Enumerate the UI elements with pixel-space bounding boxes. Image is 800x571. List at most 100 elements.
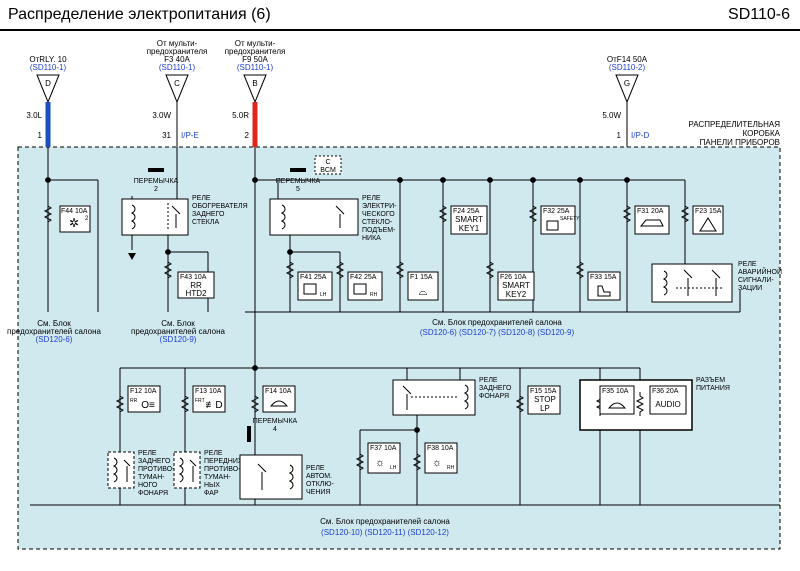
box-label-1: РАСПРЕДЕЛИТЕЛЬНАЯ bbox=[688, 120, 780, 129]
jumper-2-bar bbox=[148, 168, 164, 172]
ref-3-link[interactable]: (SD120-6) (SD120-7) (SD120-8) (SD120-9) bbox=[420, 328, 575, 337]
ref-1-link[interactable]: (SD120-6) bbox=[36, 335, 73, 344]
connector-g-wire: 5.0W bbox=[602, 111, 621, 120]
relay-rear-fog-lamp bbox=[392, 379, 476, 416]
front-fog-icon: ≢D bbox=[205, 400, 222, 411]
page-code: SD110-6 bbox=[728, 6, 790, 23]
relay-hazard bbox=[651, 263, 733, 303]
ref-3-l1: См. Блок предохранителей салона bbox=[432, 318, 562, 327]
fuse-f24-box bbox=[450, 205, 488, 235]
fuse-f23-box bbox=[692, 205, 724, 235]
fuse-f36-label: F36 20A bbox=[652, 388, 679, 395]
ref-1-l1: См. Блок bbox=[37, 319, 71, 328]
ref-4-link[interactable]: (SD120-10) (SD120-11) (SD120-12) bbox=[321, 528, 449, 537]
ref-2-l2: предохранителей салона bbox=[131, 327, 226, 336]
bcm-l2: BCM bbox=[320, 167, 336, 174]
relay-auto-cut-l3: ОТКЛЮ- bbox=[306, 481, 334, 488]
fuse-f13-box bbox=[192, 385, 226, 413]
relay-rear-fog-l3: ПРОТИВО- bbox=[138, 466, 175, 473]
relay-auto-cut-l4: ЧЕНИЯ bbox=[306, 489, 330, 496]
fuse-f37-label: F37 10A bbox=[370, 445, 397, 452]
fuse-f1-label: F1 15A bbox=[410, 274, 433, 281]
ref-1-l2: предохранителей салона bbox=[7, 327, 102, 336]
relay-rear-fog-l5: НОГО bbox=[138, 482, 158, 489]
window-icon bbox=[353, 283, 367, 295]
fuse-f41-sub: LH bbox=[320, 292, 327, 298]
connector-g: ОтF14 50A (SD110-2) G 5.0W 1 I/P-D bbox=[602, 55, 649, 147]
lower-bus-circuits bbox=[30, 368, 780, 506]
connector-g-id: G bbox=[624, 79, 630, 88]
page-header: Распределение электропитания (6) SD110-6 bbox=[0, 0, 800, 31]
fuse-f38-sub: RH bbox=[447, 465, 455, 471]
ref-2-link[interactable]: (SD120-9) bbox=[160, 335, 197, 344]
jumper-4-bar bbox=[247, 426, 251, 442]
connector-c-from-3: F3 40A bbox=[164, 55, 190, 64]
fuse-f42-sub: RH bbox=[370, 292, 378, 298]
connector-g-pin: 1 bbox=[617, 131, 622, 140]
fuse-f38-label: F38 10A bbox=[427, 445, 454, 452]
fuse-f15-label: F15 15A bbox=[530, 388, 557, 395]
connector-d-pin: 1 bbox=[38, 131, 43, 140]
bcm-l1: C bbox=[325, 159, 330, 166]
window-icon bbox=[303, 283, 317, 295]
fuse-f31-label: F31 20A bbox=[637, 208, 664, 215]
hazard-icon bbox=[699, 217, 717, 232]
ref-4-l1: См. Блок предохранителей салона bbox=[320, 517, 450, 526]
relay-auto-cut-l2: АВТОМ. bbox=[306, 473, 332, 480]
fuse-f26-l2: KEY2 bbox=[506, 290, 527, 299]
connector-b-from-1: От мульти- bbox=[235, 39, 276, 48]
fuse-f12-sub: RR bbox=[130, 398, 138, 404]
jumper-2-l1: ПЕРЕМЫЧКА bbox=[134, 178, 179, 185]
relay-power-window-l1: РЕЛЕ bbox=[362, 195, 381, 202]
fuse-f43-label: F43 10A bbox=[180, 274, 207, 281]
fuse-f44-box bbox=[59, 205, 91, 233]
seat-heater-icon bbox=[597, 285, 611, 297]
jumper-5-bar bbox=[290, 168, 306, 172]
rear-fog-icon: O≡ bbox=[141, 400, 155, 411]
relay-power-window bbox=[269, 198, 359, 236]
connector-d-ref: (SD110-1) bbox=[30, 63, 67, 72]
connector-c-ref: (SD110-1) bbox=[159, 63, 196, 72]
connector-g-tag: I/P-D bbox=[631, 131, 649, 140]
fuse-f13-label: F13 10A bbox=[195, 388, 222, 395]
relay-hazard-l1: РЕЛЕ bbox=[738, 261, 757, 268]
connector-d-id: D bbox=[45, 79, 51, 88]
relay-power-window-l2: ЭЛЕКТРИ- bbox=[362, 203, 397, 210]
defrost-icon: ⌓ bbox=[419, 286, 428, 298]
fuse-f26-label: F26 10A bbox=[500, 274, 527, 281]
relay-hazard-l2: АВАРИЙНОЙ bbox=[738, 267, 782, 276]
relay-front-fog-l2: ПЕРЕДНИХ bbox=[204, 458, 243, 465]
fuse-f43-l2: HTD2 bbox=[186, 289, 207, 298]
fan-icon: ✲ bbox=[69, 216, 79, 230]
connector-b-id: B bbox=[252, 79, 257, 88]
circuit-f44 bbox=[44, 147, 99, 312]
headlamp-leveling-icon: ☼ bbox=[375, 457, 385, 469]
connector-c-from-2: предохранителя bbox=[147, 47, 208, 56]
jumper-5-l1: ПЕРЕМЫЧКА bbox=[276, 178, 321, 185]
fuse-f14-label: F14 10A bbox=[265, 388, 292, 395]
fuse-f36-l1: AUDIO bbox=[655, 400, 680, 409]
connector-b-ref: (SD110-1) bbox=[237, 63, 274, 72]
relay-auto-cut bbox=[239, 454, 303, 500]
connector-d-from: ОтRLY. 10 bbox=[29, 55, 67, 64]
sunroof-icon bbox=[639, 219, 664, 227]
fuse-f42-label: F42 25A bbox=[350, 274, 377, 281]
relay-power-window-l3: ЧЕСКОГО bbox=[362, 211, 395, 218]
fuse-f37-sub: LH bbox=[390, 465, 397, 471]
relay-hazard-l3: СИГНАЛИ- bbox=[738, 277, 774, 284]
relay-front-fog-l3: ПРОТИВО- bbox=[204, 466, 241, 473]
fuse-f35-label: F35 10A bbox=[602, 388, 629, 395]
fuse-f15-l2: LP bbox=[540, 404, 550, 413]
relay-rear-defog bbox=[121, 198, 189, 236]
relay-rear-fog-lamp-l1: РЕЛЕ bbox=[479, 377, 498, 384]
fuse-f14-box bbox=[262, 385, 296, 413]
fuse-f12-box bbox=[127, 385, 161, 413]
relay-front-fog-l4: ТУМАН- bbox=[204, 474, 231, 481]
relay-rear-fog-lamp-l2: ЗАДНЕГО bbox=[479, 385, 512, 392]
fuse-f24-l1: SMART bbox=[455, 215, 483, 224]
relay-auto-cut-l1: РЕЛЕ bbox=[306, 465, 325, 472]
fuse-f26-l1: SMART bbox=[502, 281, 530, 290]
power-connector-l1: РАЗЪЕМ bbox=[696, 377, 725, 384]
box-label-2: КОРОБКА bbox=[743, 129, 781, 138]
fuse-f43-box bbox=[177, 271, 215, 299]
